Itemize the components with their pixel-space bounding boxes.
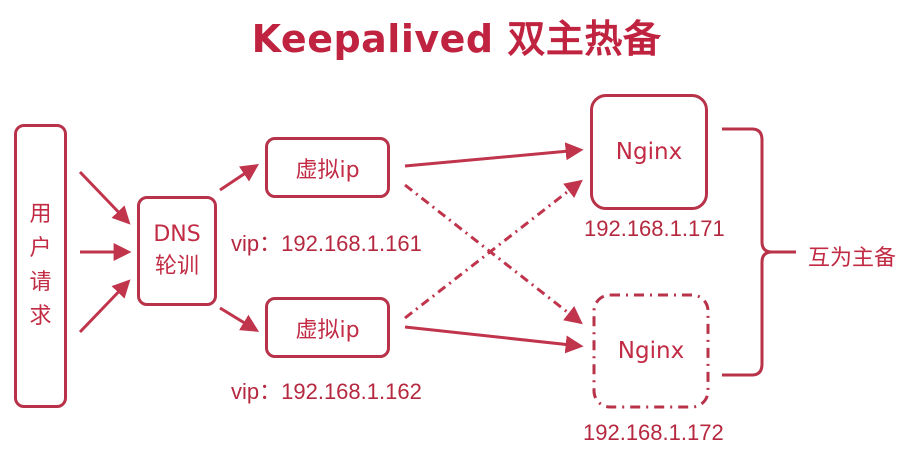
- nginx2-dashdot-border: [592, 293, 710, 409]
- nginx-address-1: 192.168.1.171: [584, 216, 725, 241]
- vip-address-1: vip：192.168.1.161: [231, 231, 422, 256]
- nginx-label-2: Nginx: [617, 338, 685, 364]
- virtual-ip-box-1: 虚拟ip: [265, 137, 390, 198]
- dns-label-line2: 轮训: [154, 254, 199, 279]
- arrow-vip2-nginx1-backup: [404, 179, 583, 320]
- nginx-box-1: Nginx: [590, 94, 708, 210]
- arrow-vip1-nginx2-backup: [404, 183, 583, 325]
- virtual-ip-box-2: 虚拟ip: [265, 297, 390, 358]
- arrow-user-dns-top: [78, 170, 131, 225]
- mutual-backup-label: 互为主备: [808, 245, 897, 270]
- user-request-label: 用户请求: [29, 202, 52, 329]
- vip-address-2: vip：192.168.1.162: [231, 379, 422, 404]
- arrow-vip2-nginx2: [404, 325, 584, 354]
- dns-label-line1: DNS: [153, 222, 201, 247]
- mutual-bracket: [722, 127, 796, 377]
- arrow-dns-vip2: [219, 306, 260, 332]
- arrow-dns-vip1: [219, 164, 259, 192]
- virtual-ip-label-1: 虚拟ip: [295, 157, 360, 183]
- nginx-address-2: 192.168.1.172: [583, 420, 724, 445]
- arrow-vip1-nginx1: [404, 142, 584, 168]
- arrow-user-dns-bottom: [78, 279, 131, 334]
- nginx-box-2: Nginx: [592, 293, 710, 409]
- dns-round-robin-box: DNS 轮训: [137, 196, 217, 306]
- virtual-ip-label-2: 虚拟ip: [295, 317, 360, 343]
- diagram-title: Keepalived 双主热备: [251, 17, 662, 61]
- dns-label: DNS 轮训: [147, 219, 207, 283]
- nginx-label-1: Nginx: [615, 139, 683, 165]
- user-request-box: 用户请求: [14, 124, 67, 408]
